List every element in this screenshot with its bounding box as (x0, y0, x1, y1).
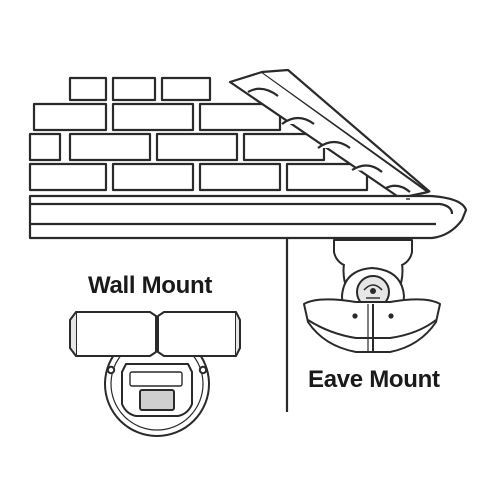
eave-mount-light-icon (303, 239, 441, 353)
roof-ridge (228, 68, 431, 200)
eave-mount-label: Eave Mount (308, 366, 440, 393)
gutter (28, 194, 468, 240)
wall-mount-light-icon (69, 311, 241, 437)
wall-mount-label: Wall Mount (88, 272, 213, 299)
brick-wall (28, 76, 369, 192)
